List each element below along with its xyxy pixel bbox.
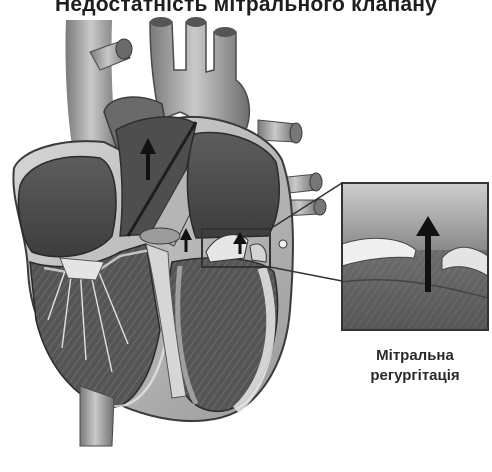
right-atrium xyxy=(19,157,117,257)
caption-line-1: Мітральна xyxy=(340,346,490,366)
caption: Мітральна регургітація xyxy=(340,346,490,386)
mitral-inset xyxy=(342,183,488,330)
caption-line-2: регургітація xyxy=(340,366,490,386)
